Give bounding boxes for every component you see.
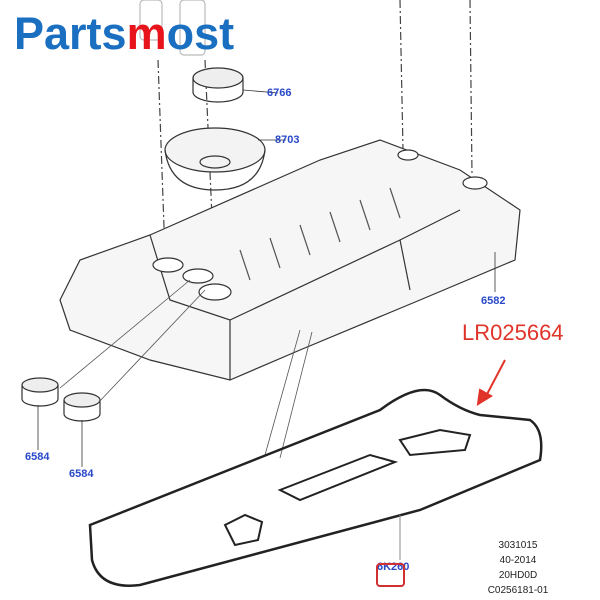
callout-funnel: 8703 xyxy=(275,134,300,146)
gasket-highlight-box xyxy=(376,563,405,587)
reference-line: 40-2014 xyxy=(499,555,537,566)
reference-line: C0256181-01 xyxy=(487,585,549,596)
valve-cover xyxy=(59,139,521,381)
reference-block: 3031015 40-2014 20HD0D C0256181-01 xyxy=(478,538,558,598)
logo-text-ost: ost xyxy=(166,8,235,59)
logo: Partsmost xyxy=(14,8,234,60)
part-number: LR025664 xyxy=(462,320,564,345)
injector-drawing xyxy=(139,0,206,56)
oil-cap xyxy=(192,67,279,103)
logo-text-parts: Parts xyxy=(14,8,127,59)
arrow-icon xyxy=(476,359,506,406)
callout-seal-left: 6584 xyxy=(25,451,50,463)
callout-cap: 6766 xyxy=(267,87,292,99)
seal-right xyxy=(63,392,101,467)
reference-line: 3031015 xyxy=(498,540,538,551)
seal-leader-lines xyxy=(59,279,313,459)
callout-seal-right: 6584 xyxy=(69,468,94,480)
funnel xyxy=(164,127,286,191)
logo-text-m: m xyxy=(126,8,167,59)
seal-left xyxy=(21,377,59,450)
callout-cover: 6582 xyxy=(481,295,506,307)
gasket xyxy=(88,388,543,587)
reference-line: 20HD0D xyxy=(498,570,538,581)
